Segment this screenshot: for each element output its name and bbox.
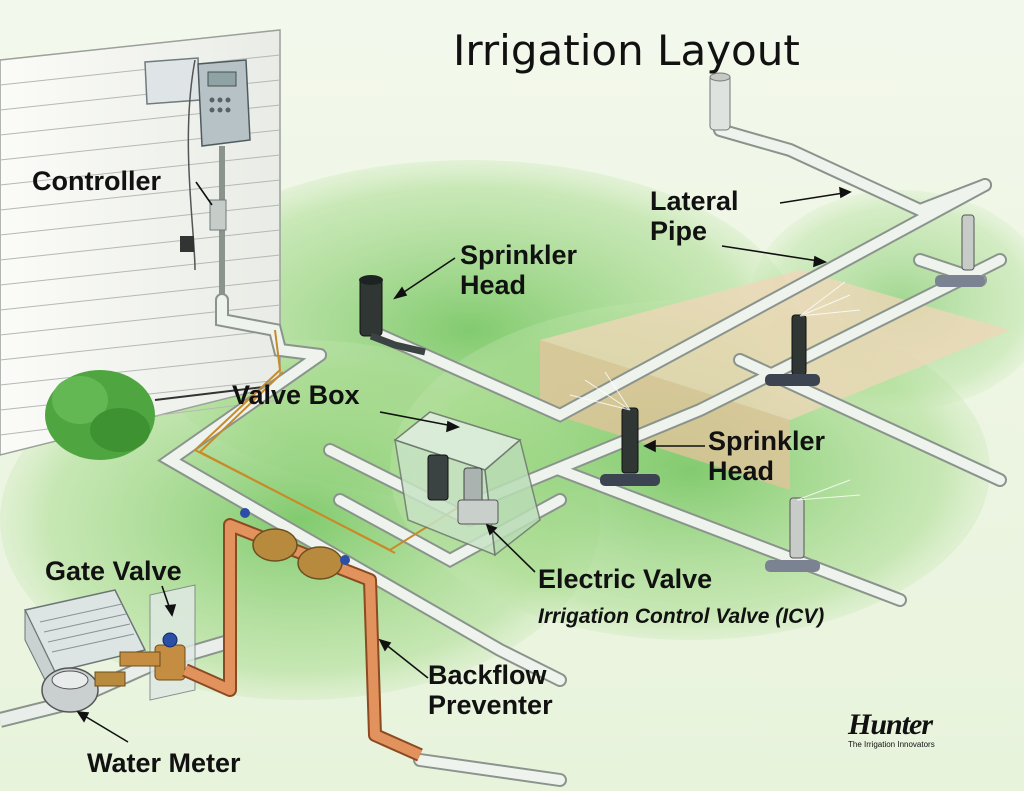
label-icv: Irrigation Control Valve (ICV)	[538, 605, 825, 628]
label-lateral-pipe: Lateral Pipe	[650, 186, 739, 246]
label-valve-box: Valve Box	[232, 380, 360, 410]
label-lateral-pipe-line1: Lateral	[650, 186, 739, 216]
label-sprinkler-head-2-line1: Sprinkler	[708, 426, 826, 456]
valve-box-leader	[379, 411, 459, 428]
leader-arrows	[76, 181, 852, 743]
label-sprinkler-head-2: Sprinkler Head	[708, 426, 825, 486]
shrub-icon	[45, 370, 155, 460]
sprinkler-head-icon	[600, 407, 660, 486]
controller-box-icon	[144, 57, 251, 300]
lateral-pipe-leader-1	[779, 191, 851, 204]
lateral-pipe-network	[156, 123, 1007, 787]
label-backflow-preventer-line1: Backflow	[428, 660, 547, 690]
label-sprinkler-head-1-line1: Sprinkler	[460, 240, 578, 270]
gate-valve-icon	[119, 584, 196, 701]
hunter-logo-tagline: The Irrigation Innovators	[848, 740, 935, 749]
sprinkler-head-icon	[359, 275, 426, 356]
label-sprinkler-head-2-line2: Head	[708, 456, 775, 487]
label-sprinkler-head-1: Sprinkler Head	[460, 240, 577, 300]
sprinkler-head-icon	[765, 497, 820, 572]
backflow-preventer-icon	[182, 508, 423, 762]
electric-valve-leader	[486, 524, 536, 573]
diagram-title: Irrigation Layout	[453, 26, 800, 75]
controller-leader	[195, 181, 213, 206]
sprinkler-head-icon	[765, 314, 820, 386]
label-electric-valve: Electric Valve	[538, 564, 713, 594]
lateral-pipe-leader-2	[721, 245, 826, 263]
label-backflow-preventer: Backflow Preventer	[428, 660, 553, 720]
electric-valve-icon	[427, 454, 499, 525]
water-spray	[569, 281, 861, 501]
label-water-meter: Water Meter	[87, 748, 241, 778]
label-sprinkler-head-1-line2: Head	[460, 270, 527, 301]
riser-icon	[709, 72, 731, 131]
sprinkler-head-icon	[935, 214, 985, 287]
control-wire	[193, 329, 471, 554]
sprinkler-head-1-leader	[394, 257, 456, 299]
label-lateral-pipe-line2: Pipe	[650, 216, 708, 247]
label-backflow-preventer-line2: Preventer	[428, 690, 553, 721]
hunter-logo: Hunter	[848, 708, 933, 741]
label-controller: Controller	[32, 166, 162, 196]
water-meter-icon	[41, 667, 126, 713]
label-gate-valve: Gate Valve	[45, 556, 182, 586]
